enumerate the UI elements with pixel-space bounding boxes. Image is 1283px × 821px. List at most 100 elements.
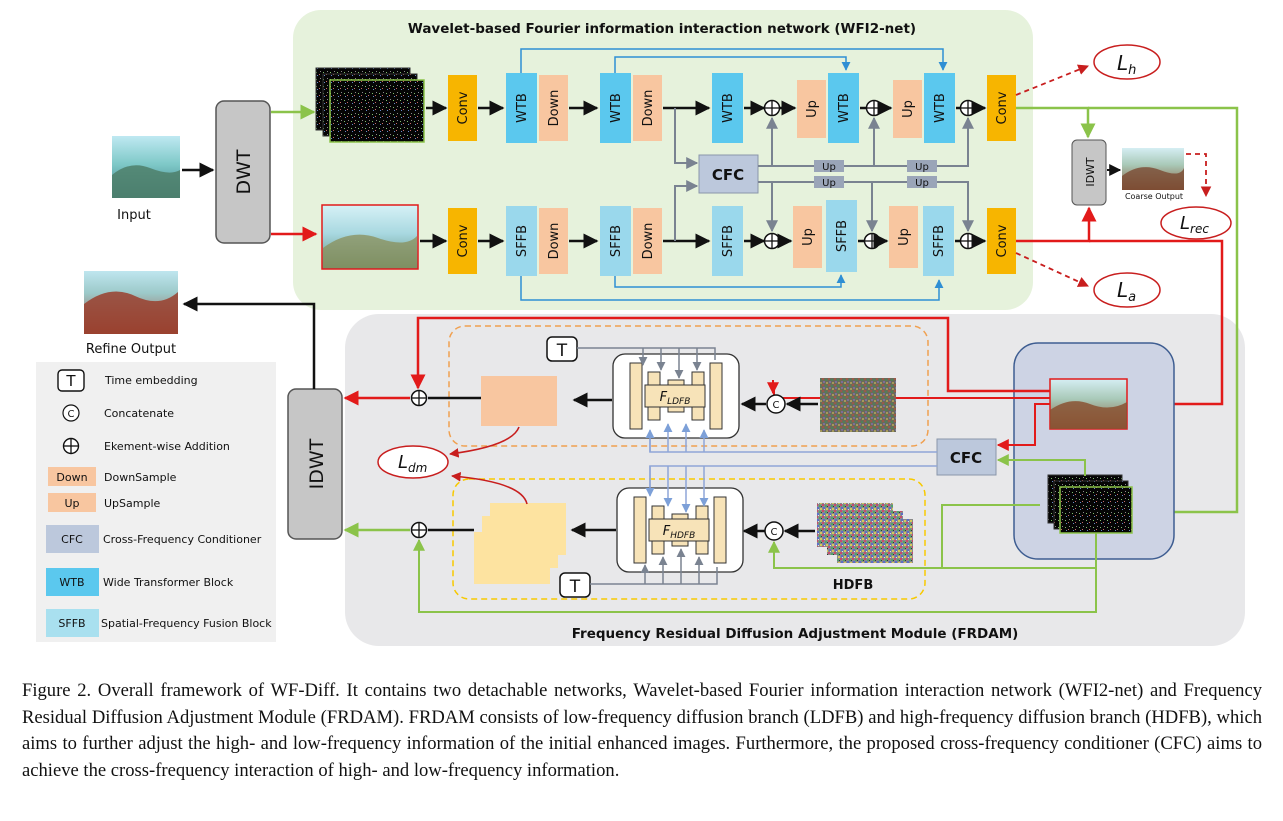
addition-icon-top-1 [763,99,781,117]
input-label: Input [117,208,151,223]
svg-text:WTB: WTB [609,93,624,123]
svg-text:C: C [771,527,778,538]
wtb-block-3 [712,73,743,143]
svg-text:IDWT: IDWT [1084,157,1097,187]
svg-text:SFFB: SFFB [835,220,850,252]
idwt-small-block [1071,139,1107,206]
svg-text:T: T [556,341,568,361]
svg-text:Conv: Conv [456,91,471,124]
svg-text:DownSample: DownSample [104,471,177,484]
downsample-swatch [48,467,96,486]
svg-text:Time embedding: Time embedding [104,374,198,387]
svg-text:Wide Transformer Block: Wide Transformer Block [103,576,234,589]
figure-caption: Figure 2. Overall framework of WF-Diff. … [22,678,1262,784]
refine-output-image [84,271,178,334]
svg-text:Concatenate: Concatenate [104,407,174,420]
svg-text:Down: Down [547,223,562,260]
svg-text:CFC: CFC [712,166,744,184]
ldfb-label-box [644,384,706,408]
down-block-bottom-2 [633,208,662,274]
caption-text: Figure 2. Overall framework of WF-Diff. … [22,680,1262,781]
conv-block-top [448,75,477,141]
svg-text:Up: Up [897,228,912,246]
svg-text:Cross-Frequency Conditioner: Cross-Frequency Conditioner [103,533,262,546]
high-frequency-stack [315,67,425,143]
svg-text:SFFB: SFFB [932,225,947,257]
low-frequency-image [321,204,419,270]
addition-icon-bottom-3 [959,232,977,250]
conv-block-top-out [987,75,1016,141]
addition-icon-bottom-1 [763,232,781,250]
hdfb-region [452,478,926,600]
up-block-top-2 [893,80,922,138]
addition-icon-ldfb [410,389,428,407]
svg-text:WTB: WTB [933,93,948,123]
ldfb-noise-image [820,378,896,432]
upsample-swatch [48,493,96,512]
frdam-low-frequency-image [1049,378,1128,430]
frdam-high-frequency-stack [1047,474,1133,534]
svg-text:Up: Up [801,228,816,246]
up-block-top-1 [797,80,826,138]
idwt-big-label: IDWT [306,438,328,489]
up-block-bottom-1 [793,206,822,268]
wtb-block-2 [600,73,631,143]
hdfb-noise-stack [817,503,913,563]
ldfb-output-feature [481,376,557,426]
loss-la: La [1093,272,1161,308]
up-block-bottom-2 [889,206,918,268]
svg-text:WTB: WTB [515,93,530,123]
concatenate-icon-hdfb: C [764,521,784,541]
input-image [112,136,180,198]
sffb-block-2 [600,206,631,276]
svg-text:T: T [65,372,76,390]
svg-text:La: La [1117,278,1136,305]
legend-row-concatenate: C Concatenate [62,404,174,422]
wtb-swatch [46,568,99,596]
time-embedding-icon [57,369,85,392]
addition-icon-bottom-2 [863,232,881,250]
up-chip-3 [907,160,937,172]
ldfb-label: FLDFB [660,390,691,407]
legend-row-sffb: SFFB Spatial-Frequency Fusion Block [46,609,272,637]
svg-text:UpSample: UpSample [104,497,161,510]
loss-lrec: Lrec [1160,206,1232,240]
svg-text:SFFB: SFFB [58,617,85,630]
dwt-block [215,100,271,244]
down-block-top-2 [633,75,662,141]
svg-text:Up: Up [805,100,820,118]
svg-text:Ldm: Ldm [398,452,427,475]
svg-text:Up: Up [915,162,929,173]
ldfb-region [448,325,929,447]
svg-text:WTB: WTB [721,93,736,123]
svg-text:Up: Up [915,178,929,189]
svg-text:Down: Down [56,471,87,484]
wtb-block-1 [506,73,537,143]
svg-text:Lh: Lh [1117,51,1136,78]
svg-text:Lrec: Lrec [1180,213,1209,236]
up-chip-2 [814,176,844,188]
loss-lh: Lh [1093,44,1161,80]
sffb-block-5 [923,206,954,276]
wfi2-net-title: Wavelet-based Fourier information intera… [408,21,916,37]
svg-text:Down: Down [641,90,656,127]
coarse-output-image [1122,148,1184,190]
legend-row-time-embedding: T Time embedding [57,369,198,392]
svg-text:WTB: WTB [837,93,852,123]
hdfb-label-box [648,518,710,542]
coarse-output-label: Coarse Output [1125,192,1183,201]
legend-row-addition: Ekement-wise Addition [62,437,230,455]
loss-ldm: Ldm [377,445,449,479]
svg-text:WTB: WTB [59,576,84,589]
svg-text:SFFB: SFFB [609,225,624,257]
cfc-block-top [698,154,759,194]
sffb-swatch [46,609,99,637]
legend-row-upsample: Up UpSample [48,493,161,512]
svg-text:Up: Up [901,100,916,118]
svg-text:Conv: Conv [995,91,1010,124]
wtb-block-4 [828,73,859,143]
frdam-title: Frequency Residual Diffusion Adjustment … [572,626,1019,642]
down-block-bottom-1 [539,208,568,274]
svg-text:Ekement-wise Addition: Ekement-wise Addition [104,440,230,453]
time-embedding-hdfb: T [559,572,591,598]
